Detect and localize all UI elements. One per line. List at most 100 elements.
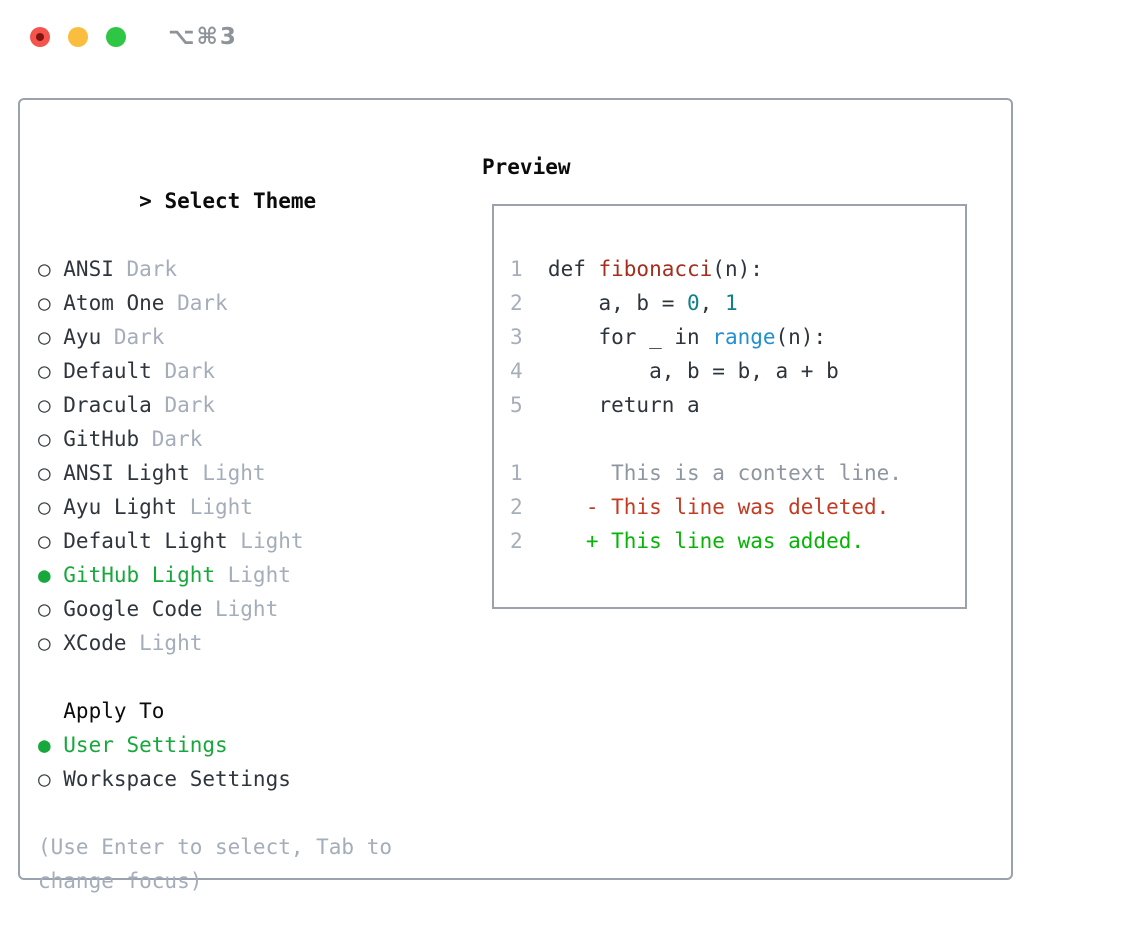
option-variant: Dark (177, 291, 228, 315)
select-theme-header: > Select Theme (38, 150, 464, 252)
window-title: ⌥⌘3 (168, 24, 238, 50)
radio-icon: ○ (38, 767, 51, 791)
theme-option[interactable]: ○ Atom One Dark (38, 286, 464, 320)
option-variant: Dark (113, 325, 165, 349)
line-number: 2 (510, 495, 523, 519)
radio-icon: ○ (38, 495, 51, 519)
radio-icon: ○ (38, 257, 51, 281)
apply-to-option[interactable]: ● User Settings (38, 728, 464, 762)
apply-to-option[interactable]: ○ Workspace Settings (38, 762, 464, 796)
maximize-button-icon[interactable] (106, 27, 126, 47)
line-number: 3 (510, 325, 523, 349)
code-segment: , (699, 291, 725, 315)
focus-cursor-icon: > (139, 189, 152, 213)
radio-icon: ○ (38, 291, 51, 315)
theme-option[interactable]: ○ Google Code Light (38, 592, 464, 626)
radio-icon: ○ (38, 597, 51, 621)
option-label: Atom One (63, 291, 165, 315)
option-label: ANSI (63, 257, 114, 281)
code-segment: a, b = (547, 291, 687, 315)
line-number: 4 (510, 359, 523, 383)
select-theme-title: Select Theme (164, 189, 317, 213)
code-segment: a, b = b, a + b (547, 359, 839, 383)
radio-icon: ○ (38, 461, 51, 485)
diff-text: This is a context line. (547, 461, 902, 485)
option-variant: Dark (164, 359, 216, 383)
option-variant: Dark (151, 427, 203, 451)
code-segment: range (712, 325, 776, 349)
line-number: 5 (510, 393, 523, 417)
option-label: ANSI Light (63, 461, 190, 485)
theme-option[interactable]: ○ Ayu Dark (38, 320, 464, 354)
diff-text: - This line was deleted. (547, 495, 890, 519)
close-button-icon[interactable] (30, 27, 50, 47)
code-line: 2 a, b = 0, 1 (510, 286, 965, 320)
option-label: Ayu Light (63, 495, 178, 519)
option-label: Google Code (63, 597, 203, 621)
code-segment: fibonacci (598, 257, 713, 281)
code-segment: (n): (775, 325, 827, 349)
diff-text: + This line was added. (547, 529, 864, 553)
option-variant: Light (227, 563, 291, 587)
option-variant: Light (240, 529, 304, 553)
code-segment: 1 (724, 291, 738, 315)
option-label: Ayu (63, 325, 102, 349)
line-number: 1 (510, 257, 523, 281)
diff-block: 1 This is a context line.2 - This line w… (510, 456, 965, 558)
diff-line: 1 This is a context line. (510, 456, 965, 490)
diff-line: 2 + This line was added. (510, 524, 965, 558)
option-variant: Light (215, 597, 279, 621)
option-label: GitHub (63, 427, 140, 451)
option-label: Default (63, 359, 152, 383)
apply-to-list: ● User Settings ○ Workspace Settings (38, 728, 464, 796)
code-line: 3 for _ in range(n): (510, 320, 965, 354)
option-label: User Settings (63, 733, 228, 757)
option-label: Workspace Settings (63, 767, 291, 791)
radio-icon: ○ (38, 393, 51, 417)
close-button-dot (36, 33, 44, 41)
radio-icon: ● (38, 733, 51, 757)
line-number: 2 (510, 291, 523, 315)
apply-to-section: Apply To ● User Settings ○ Workspace Settin… (38, 694, 464, 796)
diff-line: 2 - This line was deleted. (510, 490, 965, 524)
option-variant: Light (139, 631, 203, 655)
radio-icon: ○ (38, 529, 51, 553)
option-label: GitHub Light (63, 563, 215, 587)
theme-option[interactable]: ○ Default Light Light (38, 524, 464, 558)
code-segment: 0 (687, 291, 700, 315)
radio-icon: ○ (38, 359, 51, 383)
option-variant: Dark (164, 393, 216, 417)
code-line: 5 return a (510, 388, 965, 422)
radio-icon: ● (38, 563, 51, 587)
theme-option[interactable]: ○ ANSI Dark (38, 252, 464, 286)
option-label: Default Light (63, 529, 228, 553)
theme-option[interactable]: ○ Default Dark (38, 354, 464, 388)
option-variant: Dark (126, 257, 178, 281)
line-number: 1 (510, 461, 523, 485)
keyboard-hint: (Use Enter to select, Tab to change focu… (38, 835, 393, 893)
code-segment: for _ in (547, 325, 713, 349)
radio-icon: ○ (38, 325, 51, 349)
minimize-button-icon[interactable] (68, 27, 88, 47)
theme-option[interactable]: ● GitHub Light Light (38, 558, 464, 592)
option-label: XCode (63, 631, 127, 655)
line-number: 2 (510, 529, 523, 553)
apply-to-title: Apply To (63, 699, 165, 723)
code-line: 4 a, b = b, a + b (510, 354, 965, 388)
theme-option[interactable]: ○ Dracula Dark (38, 388, 464, 422)
code-segment: def (547, 257, 599, 281)
option-label: Dracula (63, 393, 152, 417)
option-variant: Light (189, 495, 253, 519)
theme-option[interactable]: ○ Ayu Light Light (38, 490, 464, 524)
code-segment: return a (547, 393, 700, 417)
